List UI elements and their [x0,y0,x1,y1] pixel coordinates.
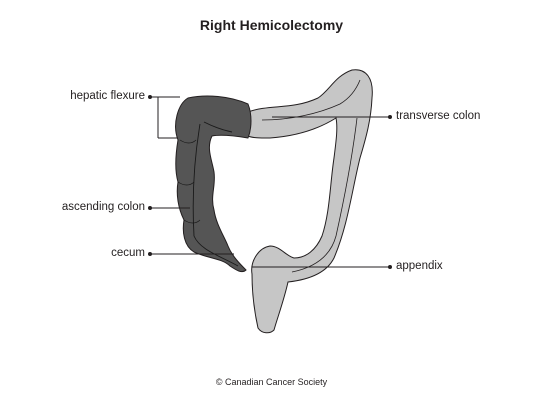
copyright-text: © Canadian Cancer Society [215,377,328,387]
descending-inner-line [291,117,358,273]
callout-dots [148,95,392,269]
haustra-line-2 [177,181,195,186]
ascending-colon-label: ascending colon [61,201,145,213]
flexure-inner-line [203,121,233,133]
transverse-colon-label: transverse colon [396,110,481,122]
ascending-inner-line [192,123,239,267]
haustra-line-3 [183,219,201,224]
transverse-inner-line [261,79,361,121]
haustra-line-1 [179,139,197,144]
hepatic-flexure-label: hepatic flexure [70,90,145,102]
cecum-label: cecum [111,247,145,259]
callouts [151,96,389,268]
appendix-label: appendix [396,260,443,272]
remaining-colon [247,69,373,334]
diagram-title: Right Hemicolectomy [199,17,344,33]
removed-section [175,95,252,273]
